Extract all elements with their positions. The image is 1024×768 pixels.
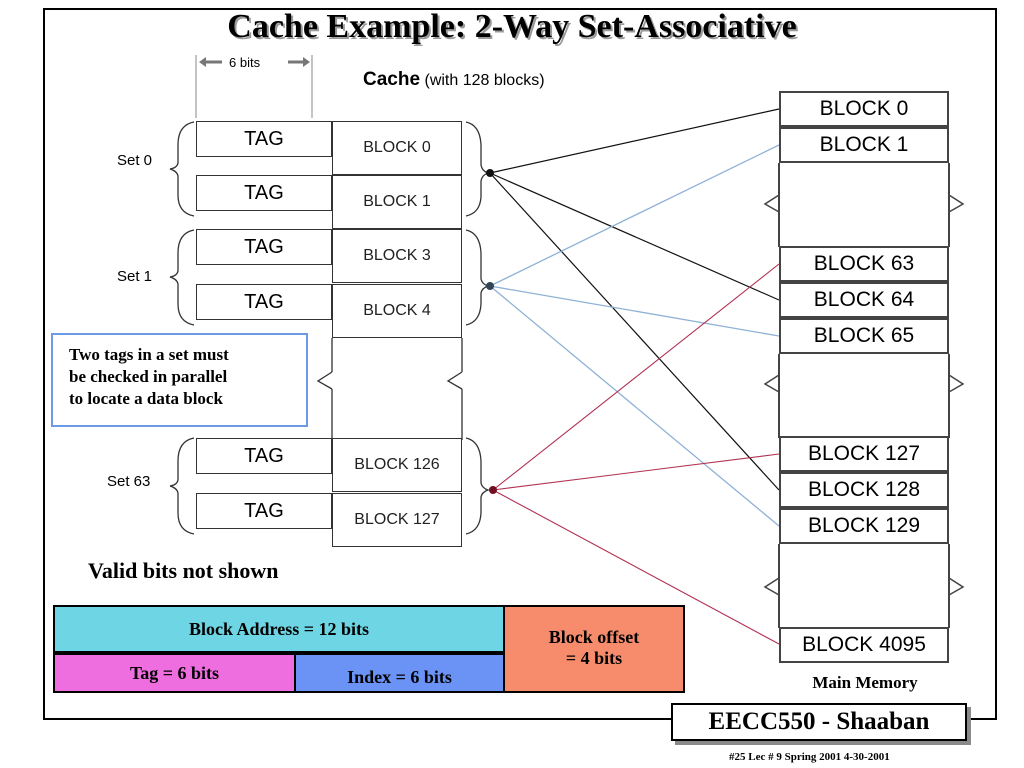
line-set0-block64: [489, 172, 780, 301]
parallel-tags-note: Two tags in a set must be checked in par…: [51, 333, 308, 427]
cache-block: BLOCK 0: [332, 121, 462, 175]
valid-bits-note: Valid bits not shown: [88, 558, 279, 583]
line-set1-block129: [489, 285, 780, 527]
set0-junction: [486, 169, 494, 177]
cache-block: BLOCK 1: [332, 175, 462, 229]
set63-junction: [489, 486, 497, 494]
footer-reference: #25 Lec # 9 Spring 2001 4-30-2001: [729, 751, 890, 763]
set0-right-brace: [465, 121, 491, 217]
memory-block: BLOCK 127: [779, 436, 949, 472]
main-memory-label: Main Memory: [812, 673, 918, 692]
line-set1-block1: [489, 144, 780, 287]
memory-block: BLOCK 63: [779, 246, 949, 282]
tag-box: TAG: [196, 493, 332, 529]
set1-junction: [486, 282, 494, 290]
line-set63-block63: [492, 263, 780, 491]
index-field: Index = 6 bits: [294, 653, 505, 693]
set63-brace: [169, 437, 195, 535]
line-set0-block0: [489, 108, 780, 174]
note-line: Two tags in a set must: [69, 345, 229, 364]
slide-frame: [43, 8, 997, 720]
set1-brace: [169, 229, 195, 326]
block-address-field: Block Address = 12 bits: [53, 605, 505, 653]
set0-brace: [169, 121, 195, 217]
memory-block: BLOCK 0: [779, 91, 949, 127]
memory-block: BLOCK 64: [779, 282, 949, 318]
set-label-1: Set 1: [117, 268, 153, 285]
set63-right-brace: [465, 437, 491, 535]
cache-block: BLOCK 126: [332, 438, 462, 492]
slide-title: Cache Example: 2-Way Set-Associative: [227, 8, 797, 45]
note-line: be checked in parallel: [69, 367, 228, 386]
tag-width-label: 6 bits: [229, 55, 261, 70]
cache-block: BLOCK 127: [332, 493, 462, 547]
line-set63-block4095: [492, 489, 780, 645]
cache-title: Cache (with 128 blocks): [363, 69, 545, 91]
memory-block: BLOCK 1: [779, 127, 949, 163]
cache-title-sub: (with 128 blocks): [424, 72, 545, 89]
cache-block: BLOCK 3: [332, 229, 462, 283]
line-set63-block127: [492, 453, 780, 491]
memory-block: BLOCK 128: [779, 472, 949, 508]
line-set1-block65: [489, 285, 780, 337]
footer-title: EECC550 - Shaaban: [671, 703, 967, 741]
cache-title-main: Cache: [363, 69, 421, 90]
cache-block: BLOCK 4: [332, 284, 462, 338]
set1-right-brace: [465, 229, 491, 326]
set-label-0: Set 0: [117, 152, 153, 169]
line-set0-block128: [489, 172, 780, 491]
tag-box: TAG: [196, 438, 332, 474]
memory-block: BLOCK 4095: [779, 627, 949, 663]
block-offset-field: Block offset = 4 bits: [503, 605, 685, 693]
cache-break-left: [316, 371, 333, 390]
note-line: to locate a data block: [69, 389, 223, 408]
tag-box: TAG: [196, 175, 332, 211]
tag-box: TAG: [196, 121, 332, 157]
tag-field: Tag = 6 bits: [53, 653, 296, 693]
memory-block: BLOCK 65: [779, 318, 949, 354]
tag-box: TAG: [196, 229, 332, 265]
set-label-63: Set 63: [107, 473, 151, 490]
cache-break-right: [446, 371, 463, 390]
block-offset-size: = 4 bits: [565, 648, 623, 668]
memory-block: BLOCK 129: [779, 508, 949, 544]
tag-box: TAG: [196, 284, 332, 320]
block-offset-label: Block offset: [548, 627, 640, 647]
